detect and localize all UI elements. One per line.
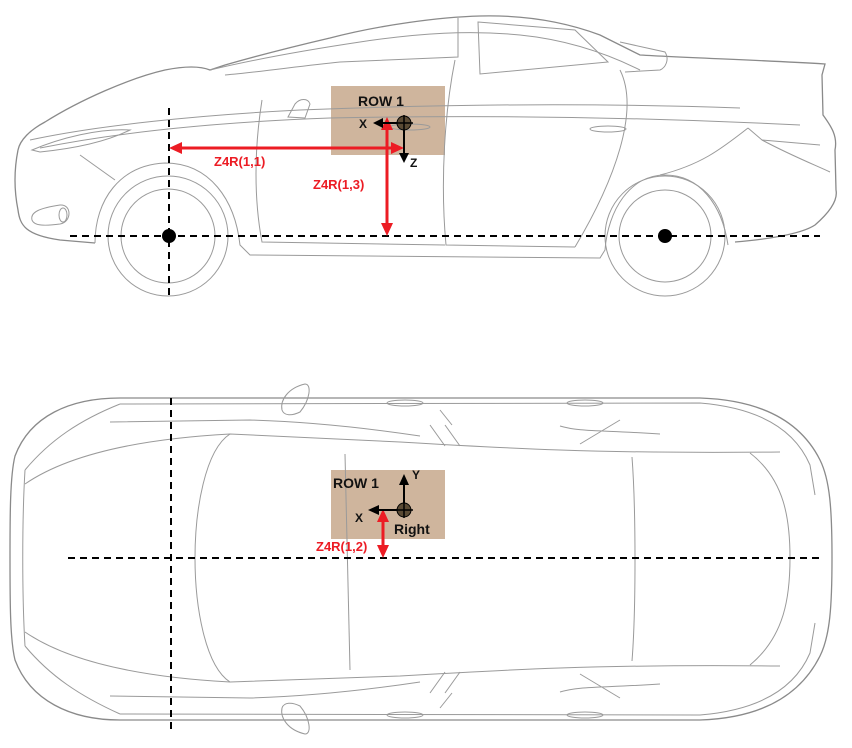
side-view: ROW 1 X Z Z4R(1,1) Z4R(1,3) bbox=[0, 0, 852, 310]
row1-label-top: ROW 1 bbox=[333, 475, 379, 491]
dimension-label-z4r-1-3: Z4R(1,3) bbox=[313, 177, 365, 192]
axis-x-label-top: X bbox=[355, 511, 364, 525]
top-view: ROW 1 Y X Right Z4R(1,2) bbox=[0, 370, 852, 748]
dimension-arrow-x bbox=[169, 142, 404, 154]
row1-label-side: ROW 1 bbox=[358, 93, 404, 109]
dimension-arrow-y bbox=[377, 509, 389, 558]
mirror-bottom-left bbox=[281, 702, 310, 735]
top-view-car-drawing bbox=[9, 383, 833, 735]
rear-axle-center-point bbox=[658, 229, 672, 243]
coordinate-axes-side bbox=[373, 115, 413, 163]
side-view-car-drawing bbox=[14, 15, 837, 297]
axis-y-label-top: Y bbox=[412, 468, 421, 482]
dimension-label-z4r-1-1: Z4R(1,1) bbox=[214, 154, 266, 169]
axis-z-label-side: Z bbox=[410, 156, 418, 170]
dimension-arrow-z bbox=[381, 117, 393, 236]
row1-seat-zone-top bbox=[331, 470, 445, 539]
axis-x-label-side: X bbox=[359, 117, 368, 131]
side-label-right: Right bbox=[394, 521, 430, 537]
dimension-label-z4r-1-2: Z4R(1,2) bbox=[316, 539, 368, 554]
mirror-top-left bbox=[281, 383, 310, 416]
coordinate-axes-top bbox=[368, 474, 413, 518]
front-axle-center-point bbox=[162, 229, 176, 243]
car-body-outline-top bbox=[9, 397, 833, 721]
car-body-outline-side bbox=[17, 15, 837, 243]
